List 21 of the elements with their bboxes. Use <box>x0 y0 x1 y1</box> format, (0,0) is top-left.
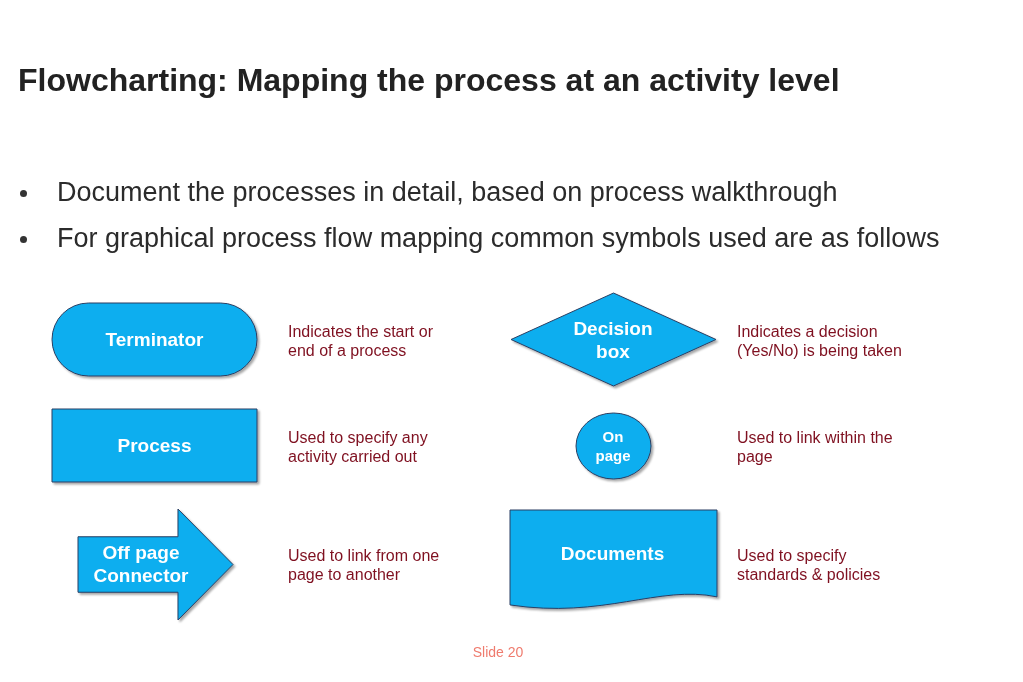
symbol-description: Used to specify standards & policies <box>737 546 882 584</box>
symbol-name: Terminator <box>104 328 205 351</box>
bullet-point: Document the processes in detail, based on process walkthrough <box>57 177 838 208</box>
terminator-shape <box>52 303 260 379</box>
symbol-name: Documents <box>559 542 666 565</box>
symbol-description: Used to link within the page <box>737 428 894 466</box>
symbol-description: Indicates the start or end of a process <box>288 322 434 360</box>
on-page-connector-circle <box>576 413 654 482</box>
off-page-connector-shape <box>78 509 236 623</box>
symbol-name: Decision box <box>572 317 654 363</box>
decision-diamond <box>511 293 719 389</box>
process-box <box>52 409 260 485</box>
symbol-description: Indicates a decision (Yes/No) is being taken <box>737 322 903 360</box>
symbol-name: On page <box>594 427 632 465</box>
slide-number: Slide 20 <box>472 644 524 660</box>
slide-title: Flowcharting: Mapping the process at an activity level <box>18 62 840 99</box>
symbol-description: Used to link from one page to another <box>288 546 441 584</box>
bullet-point: For graphical process flow mapping common symbols used are as follows <box>57 223 940 254</box>
symbol-name: Off page Connector <box>92 541 190 587</box>
symbol-description: Used to specify any activity carried out <box>288 428 429 466</box>
symbol-name: Process <box>116 434 193 457</box>
